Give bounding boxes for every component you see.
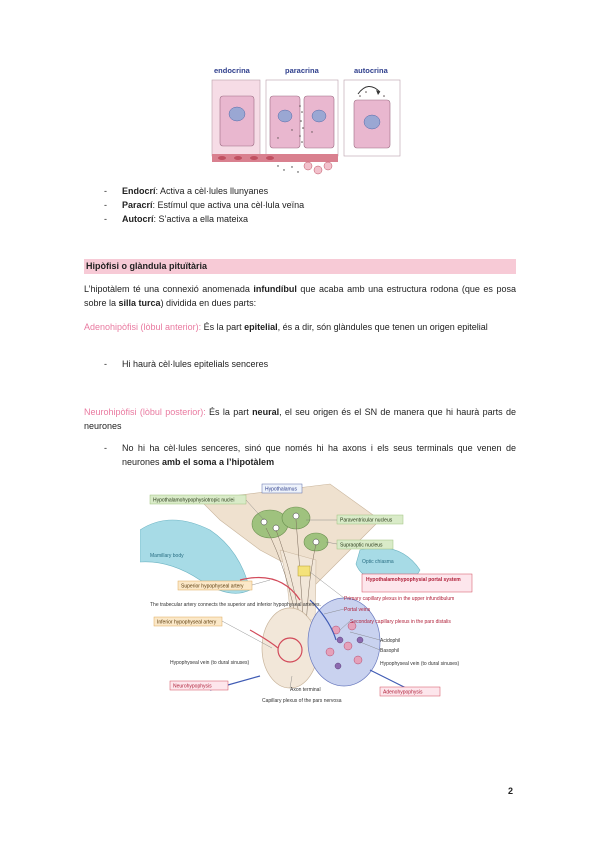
label-axon-terminal: Axon terminal [290,687,321,693]
list-item: -Hi haurà cèl·lules epitelials senceres [104,359,269,369]
label-trabecular: The trabecular artery connects the super… [150,602,321,608]
term: Endocrí [122,186,156,196]
section-heading: Hipòfisi o glàndula pituïtària [84,259,516,274]
label-hht-nuclei: Hypothalamohypophysiotropic nuclei [153,498,234,504]
description: : Activa a cèl·lules llunyanes [155,186,269,196]
list-item: -Endocrí: Activa a cèl·lules llunyanes [104,186,269,196]
signaling-types-figure: endocrina paracrina autocrina [208,66,404,178]
page-number: 2 [508,786,514,796]
label-autocrina: autocrina [354,66,388,75]
label-primary-plexus: Primary capillary plexus in the upper in… [344,596,454,602]
label-adenohypophysis: Adenohypophysis [383,690,423,696]
label-optic: Optic chiasma [362,559,394,565]
text: L’hipotàlem té una connexió anomenada [84,284,254,294]
bold-text: amb el soma a l’hipotàlem [162,457,275,467]
label-portal-system: Hypothalamohypophysial portal system [366,577,461,583]
label-inferior-artery: Inferior hypophyseal artery [157,620,217,626]
list-item: -Autocrí: S’activa a ella mateixa [104,214,249,224]
neuro-label: Neurohipòfisi (lòbul posterior): [84,407,206,417]
label-vein-right: Hypophyseal vein (to dural sinuses) [380,661,460,667]
label-mamillary: Mamillary body [150,553,184,559]
label-secondary-plexus: Secondary capillary plexus in the pars d… [350,619,451,625]
text: , és a dir, són glàndules que tenen un o… [277,322,488,332]
intro-paragraph: L’hipotàlem té una connexió anomenada in… [84,282,516,310]
text: , el seu origen és el SN de manera que h… [84,407,516,431]
text: que acaba amb una estructura rodona (que… [84,284,516,308]
label-endocrina: endocrina [214,66,250,75]
list-item: -No hi ha cèl·lules senceres, sinó que n… [104,443,516,467]
label-capillary-nervosa: Capillary plexus of the pars nervosa [262,698,342,704]
list-item: -Paracrí: Estímul que activa una cèl·lul… [104,200,305,210]
label-neurohypophysis: Neurohypophysis [173,684,212,690]
text: ) dividida en dues parts: [160,298,257,308]
text: És la part [205,407,253,417]
neuro-paragraph: Neurohipòfisi (lòbul posterior): És la p… [84,405,516,433]
signaling-bullets: -Endocrí: Activa a cèl·lules llunyanes -… [104,184,304,226]
label-superior-artery: Superior hypophyseal artery [181,584,244,590]
description: Hi haurà cèl·lules epitelials senceres [122,359,269,369]
term: Autocrí [122,214,154,224]
hypophysis-diagram: Hypothalamohypophysiotropic nuclei Hypot… [139,480,502,712]
bold-text: neural [252,407,280,417]
label-paraventricular: Paraventricular nucleus [340,518,393,524]
label-hypothalamus: Hypothalamus [265,487,297,493]
term: Paracrí [122,200,153,210]
description: No hi ha cèl·lules senceres, sinó que no… [122,443,516,467]
label-paracrina: paracrina [285,66,319,75]
bold-text: infundíbul [253,284,297,294]
text: És la part [201,322,245,332]
label-vein-left: Hypophyseal vein (to dural sinuses) [170,660,250,666]
bold-text: silla turca [118,298,161,308]
adeno-label: Adenohipòfisi (lòbul anterior): [84,322,202,332]
adeno-paragraph: Adenohipòfisi (lòbul anterior): És la pa… [84,320,516,334]
label-portal-veins: Portal veins [344,607,371,613]
label-basophil: Basophil [380,648,399,654]
description: : Estímul que activa una cèl·lula veïna [152,200,305,210]
signaling-illustration [211,79,401,175]
label-supraoptic: Supraoptic nucleus [340,543,383,549]
label-acidophil: Acidophil [380,638,400,644]
bold-text: epitelial [244,322,278,332]
description: : S’activa a ella mateixa [153,214,249,224]
hypophysis-illustration: Hypothalamohypophysiotropic nuclei Hypot… [139,483,473,704]
neuro-bullets: -No hi ha cèl·lules senceres, sinó que n… [104,441,516,469]
adeno-bullets: -Hi haurà cèl·lules epitelials senceres [104,357,268,371]
